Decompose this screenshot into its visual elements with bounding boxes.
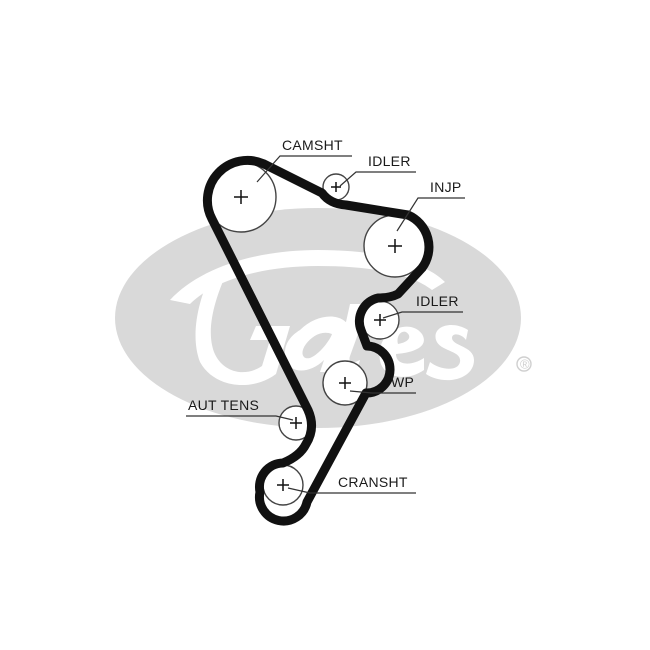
svg-text:WP: WP	[391, 374, 414, 390]
registered-trademark: ®	[516, 356, 532, 372]
svg-text:AUT TENS: AUT TENS	[188, 397, 259, 413]
svg-text:INJP: INJP	[430, 179, 462, 195]
label-injection-pump: INJP	[396, 179, 465, 232]
label-crankshaft: CRANSHT	[287, 474, 416, 494]
gates-logo-watermark: ®	[115, 208, 532, 428]
svg-text:CRANSHT: CRANSHT	[338, 474, 408, 490]
label-camshaft: CAMSHT	[256, 137, 352, 183]
label-idler-top: IDLER	[339, 153, 416, 187]
svg-text:CAMSHT: CAMSHT	[282, 137, 343, 153]
svg-text:®: ®	[520, 357, 530, 372]
logo-ellipse	[115, 208, 521, 428]
svg-text:IDLER: IDLER	[368, 153, 411, 169]
svg-text:IDLER: IDLER	[416, 293, 459, 309]
water-pump-pulley	[322, 360, 368, 406]
timing-belt	[202, 155, 434, 526]
label-auto-tensioner: AUT TENS	[186, 397, 294, 421]
label-idler-mid: IDLER	[382, 293, 463, 319]
label-water-pump: WP	[349, 374, 416, 394]
pulleys	[205, 161, 427, 506]
